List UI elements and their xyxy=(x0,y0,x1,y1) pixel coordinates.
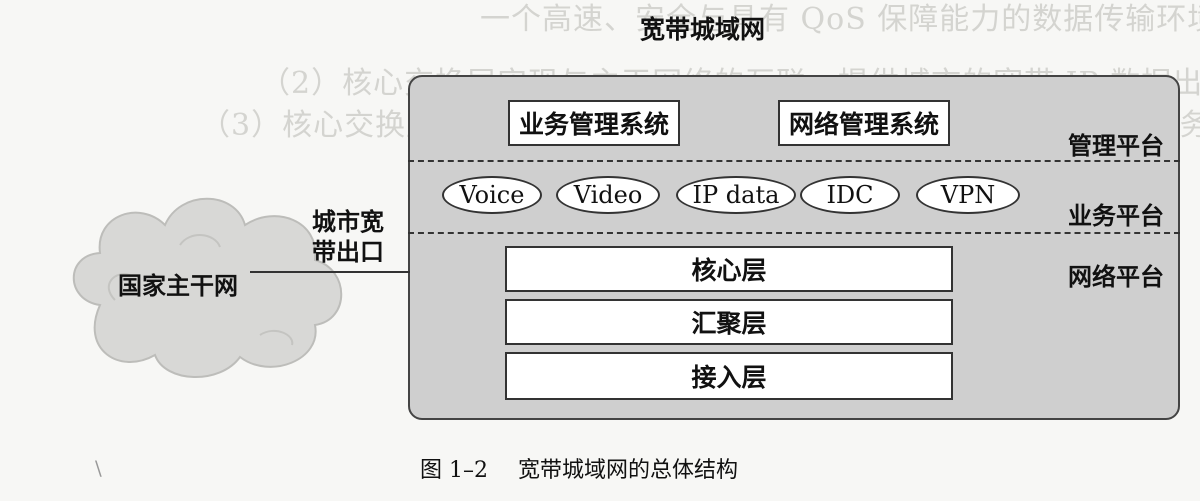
diagram-title: 宽带城域网 xyxy=(640,15,766,44)
core-layer-box: 核心层 xyxy=(505,246,953,292)
aggregation-layer-box: 汇聚层 xyxy=(505,299,953,345)
management-platform-label: 管理平台 xyxy=(1068,131,1164,160)
backbone-cloud xyxy=(72,197,343,378)
network-management-system-box: 网络管理系统 xyxy=(778,100,950,146)
service-oval-voice: Voice xyxy=(442,176,542,214)
service-platform-label: 业务平台 xyxy=(1068,201,1164,230)
backbone-to-core-link xyxy=(250,271,410,273)
network-platform-label: 网络平台 xyxy=(1068,262,1164,291)
service-oval-vpn: VPN xyxy=(916,176,1020,214)
access-layer-box: 接入层 xyxy=(505,352,953,400)
backbone-label: 国家主干网 xyxy=(118,271,238,300)
service-oval-idc: IDC xyxy=(800,176,900,214)
figure-caption-text: 宽带城域网的总体结构 xyxy=(518,458,739,483)
exit-label-line-1: 城市宽 xyxy=(312,207,384,236)
bleed-through-line-1: 一个高速、安全与具有 QoS 保障能力的数据传输环境。 xyxy=(480,2,1200,37)
service-oval-video: Video xyxy=(556,176,660,214)
service-management-system-box: 业务管理系统 xyxy=(508,100,680,146)
divider-management-service xyxy=(408,160,1180,162)
exit-label-line-2: 带出口 xyxy=(312,237,384,266)
service-oval-ip-data: IP data xyxy=(676,176,796,214)
figure-number: 图 1–2 xyxy=(420,458,488,483)
stray-mark: \ xyxy=(95,456,102,480)
figure-caption: 图 1–2 宽带城域网的总体结构 xyxy=(420,452,768,484)
city-broadband-exit-label: 城市宽 带出口 xyxy=(312,207,384,267)
divider-service-network xyxy=(408,232,1180,234)
